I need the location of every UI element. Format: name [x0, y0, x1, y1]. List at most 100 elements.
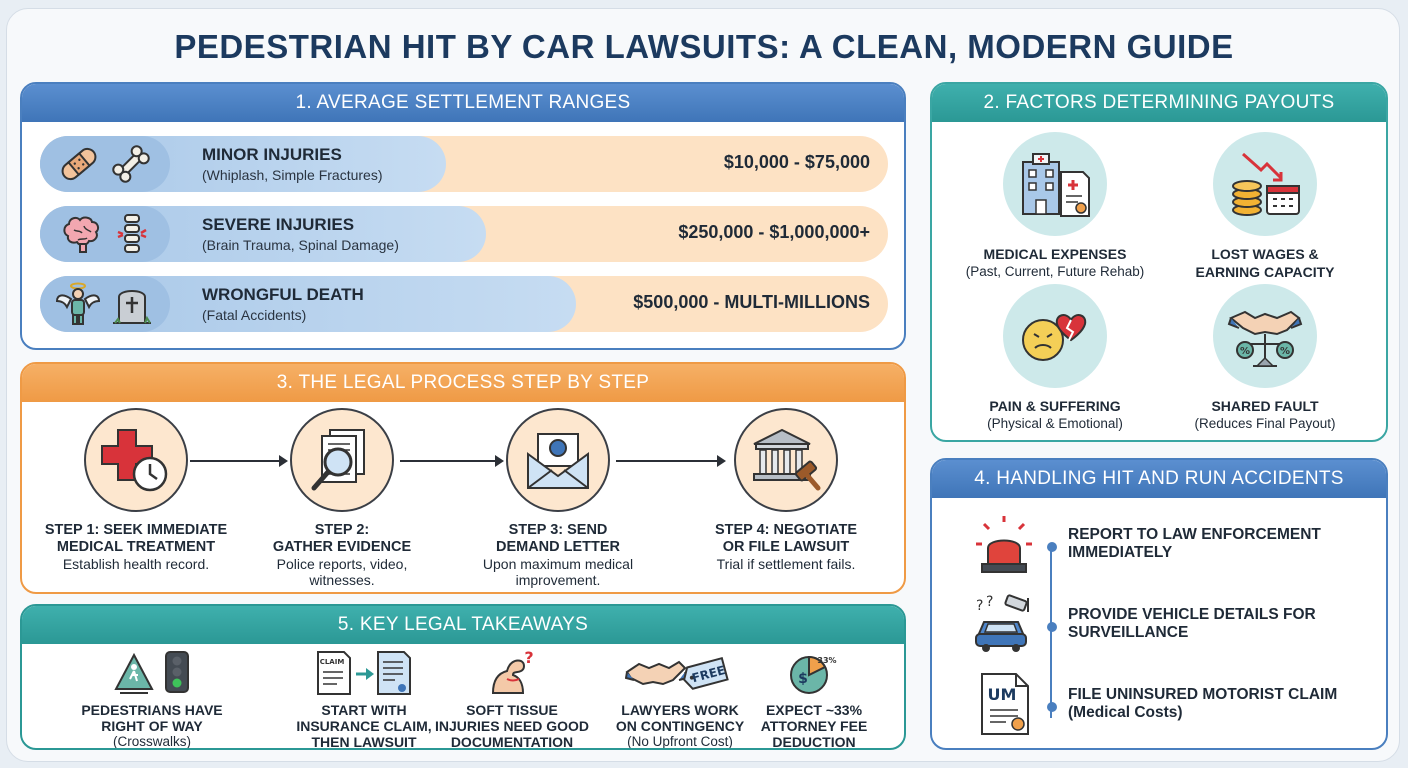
step-title: OR FILE LAWSUIT [722, 539, 850, 555]
factor-sub: (Reduces Final Payout) [1194, 416, 1336, 431]
svg-text:%: % [1240, 346, 1250, 357]
takeaway-text: ATTORNEY FEE [760, 718, 868, 734]
takeaway-text: THEN LAWSUIT [311, 734, 417, 750]
fee-badge: 33% [817, 656, 836, 665]
angel-icon [55, 282, 101, 325]
spine-icon [117, 214, 147, 253]
takeaway-right-of-way: PEDESTRIANS HAVE RIGHT OF WAY (Crosswalk… [72, 648, 232, 748]
takeaway-text: PEDESTRIANS HAVE [81, 702, 223, 718]
sore-arm-icon: ? [491, 649, 534, 694]
settlement-ranges-heading: 1. AVERAGE SETTLEMENT RANGES [22, 84, 904, 122]
pie-fee-icon: $ 33% [790, 655, 837, 694]
factor-lost-wages: LOST WAGES & EARNING CAPACITY [1160, 132, 1370, 280]
step-title: STEP 1: SEEK IMMEDIATE [44, 522, 228, 538]
settlement-ranges-panel: 1. AVERAGE SETTLEMENT RANGES MINOR INJUR… [20, 82, 906, 350]
step-title: STEP 4: NEGOTIATE [714, 522, 858, 538]
settlement-sub: (Fatal Accidents) [202, 307, 307, 323]
settlement-name: WRONGFUL DEATH [202, 285, 364, 304]
step-title: DEMAND LETTER [495, 539, 621, 555]
settlement-amount: $500,000 - MULTI-MILLIONS [633, 292, 870, 312]
key-takeaways-panel: 5. KEY LEGAL TAKEAWAYS PEDESTRIANS HAVE … [20, 604, 906, 750]
broken-heart-icon [1022, 314, 1087, 361]
process-step-1: STEP 1: SEEK IMMEDIATE MEDICAL TREATMENT… [36, 408, 236, 572]
factor-title: MEDICAL EXPENSES [983, 246, 1127, 262]
factor-title: SHARED FAULT [1211, 398, 1319, 414]
takeaway-text: SOFT TISSUE [466, 702, 558, 718]
hitrun-text: PROVIDE VEHICLE DETAILS FOR [1068, 606, 1316, 623]
payout-factors-panel: 2. FACTORS DETERMINING PAYOUTS MEDICAL E… [930, 82, 1388, 442]
settlement-sub: (Whiplash, Simple Fractures) [202, 167, 383, 183]
um-document-icon: UM [981, 673, 1029, 735]
legal-process-heading: 3. THE LEGAL PROCESS STEP BY STEP [22, 364, 904, 402]
settlement-sub: (Brain Trauma, Spinal Damage) [202, 237, 399, 253]
takeaway-text: INJURIES NEED GOOD [434, 718, 590, 734]
factor-sub: EARNING CAPACITY [1195, 264, 1335, 280]
step-title: MEDICAL TREATMENT [56, 539, 216, 555]
factor-sub: (Past, Current, Future Rehab) [965, 264, 1145, 279]
svg-text:$: $ [798, 671, 808, 687]
svg-text:?: ? [986, 594, 993, 610]
step-title: STEP 3: SEND [508, 522, 608, 538]
hitrun-item-report: REPORT TO LAW ENFORCEMENT IMMEDIATELY [954, 512, 1374, 582]
step-arrow [190, 455, 288, 467]
claim-label: CLAIM [320, 658, 345, 666]
hitrun-item-uninsured: UM FILE UNINSURED MOTORIST CLAIM (Medica… [954, 672, 1374, 742]
factor-title: PAIN & SUFFERING [989, 398, 1121, 414]
timeline-line [1050, 546, 1052, 718]
step-sub: Establish health record. [62, 556, 210, 572]
process-step-4: STEP 4: NEGOTIATE OR FILE LAWSUIT Trial … [686, 408, 886, 572]
hit-and-run-heading: 4. HANDLING HIT AND RUN ACCIDENTS [932, 460, 1386, 498]
process-step-3: STEP 3: SEND DEMAND LETTER Upon maximum … [458, 408, 658, 588]
settlement-row-death: WRONGFUL DEATH (Fatal Accidents) $500,00… [40, 276, 888, 332]
takeaway-text: INSURANCE CLAIM, [296, 718, 432, 734]
svg-text:?: ? [524, 649, 533, 667]
step-title: STEP 2: [314, 522, 370, 538]
settlement-amount: $10,000 - $75,000 [723, 152, 870, 172]
key-takeaways-heading: 5. KEY LEGAL TAKEAWAYS [22, 606, 904, 644]
takeaway-text: DOCUMENTATION [450, 734, 574, 750]
step-arrow [400, 455, 504, 467]
traffic-light-icon [165, 651, 189, 693]
hitrun-text: (Medical Costs) [1068, 704, 1183, 721]
takeaway-text: LAWYERS WORK [621, 702, 739, 718]
takeaway-insurance-first: CLAIM START WITH INSURANCE CLAIM, THEN L… [284, 648, 444, 750]
courthouse-gavel-icon [753, 428, 821, 491]
hitrun-item-vehicle: ? ? PROVIDE VEHICLE DETAILS FOR SURVEILL… [954, 592, 1374, 662]
um-badge: UM [988, 685, 1017, 704]
settlement-amount: $250,000 - $1,000,000+ [678, 222, 870, 242]
bandage-icon [61, 147, 97, 181]
takeaway-text: DEDUCTION [772, 734, 856, 750]
svg-text:?: ? [976, 598, 983, 614]
step-sub: Trial if settlement fails. [716, 556, 856, 572]
envelope-seal-icon [527, 433, 589, 489]
takeaway-text: RIGHT OF WAY [101, 718, 203, 734]
magnifier-document-icon [311, 429, 365, 491]
hit-and-run-panel: 4. HANDLING HIT AND RUN ACCIDENTS REPORT… [930, 458, 1388, 750]
handshake-free-tag-icon: FREE [625, 656, 729, 690]
step-sub: witnesses. [309, 572, 375, 588]
gravestone-icon [113, 290, 151, 324]
takeaway-contingency: FREE LAWYERS WORK ON CONTINGENCY (No Upf… [600, 648, 760, 749]
svg-text:%: % [1280, 346, 1290, 357]
page-title: PEDESTRIAN HIT BY CAR LAWSUITS: A CLEAN,… [174, 28, 1234, 65]
takeaway-attorney-fee: $ 33% EXPECT ~33% ATTORNEY FEE DEDUCTION [734, 648, 894, 750]
factor-sub: (Physical & Emotional) [987, 416, 1123, 431]
crosswalk-icon [114, 652, 154, 694]
takeaway-soft-tissue: ? SOFT TISSUE INJURIES NEED GOOD DOCUMEN… [432, 648, 592, 750]
bone-icon [112, 145, 150, 183]
factor-shared-fault: % % SHARED FAULT (Reduces Final Payout) [1160, 284, 1370, 431]
takeaway-text: EXPECT ~33% [765, 702, 863, 718]
settlement-name: MINOR INJURIES [202, 145, 342, 164]
factor-title: LOST WAGES & [1211, 246, 1319, 262]
step-sub: Police reports, video, [276, 556, 408, 572]
car-camera-icon: ? ? [975, 594, 1029, 652]
settlement-row-minor: MINOR INJURIES (Whiplash, Simple Fractur… [40, 136, 888, 192]
hitrun-text: IMMEDIATELY [1068, 544, 1173, 561]
takeaway-sub: (No Upfront Cost) [627, 734, 733, 749]
settlement-row-severe: SEVERE INJURIES (Brain Trauma, Spinal Da… [40, 206, 888, 262]
factor-medical-expenses: MEDICAL EXPENSES (Past, Current, Future … [950, 132, 1160, 279]
payout-factors-heading: 2. FACTORS DETERMINING PAYOUTS [932, 84, 1386, 122]
claim-to-lawsuit-icon: CLAIM [317, 651, 411, 695]
medical-clock-icon [101, 429, 168, 492]
handshake-scale-icon: % % [1227, 310, 1303, 367]
